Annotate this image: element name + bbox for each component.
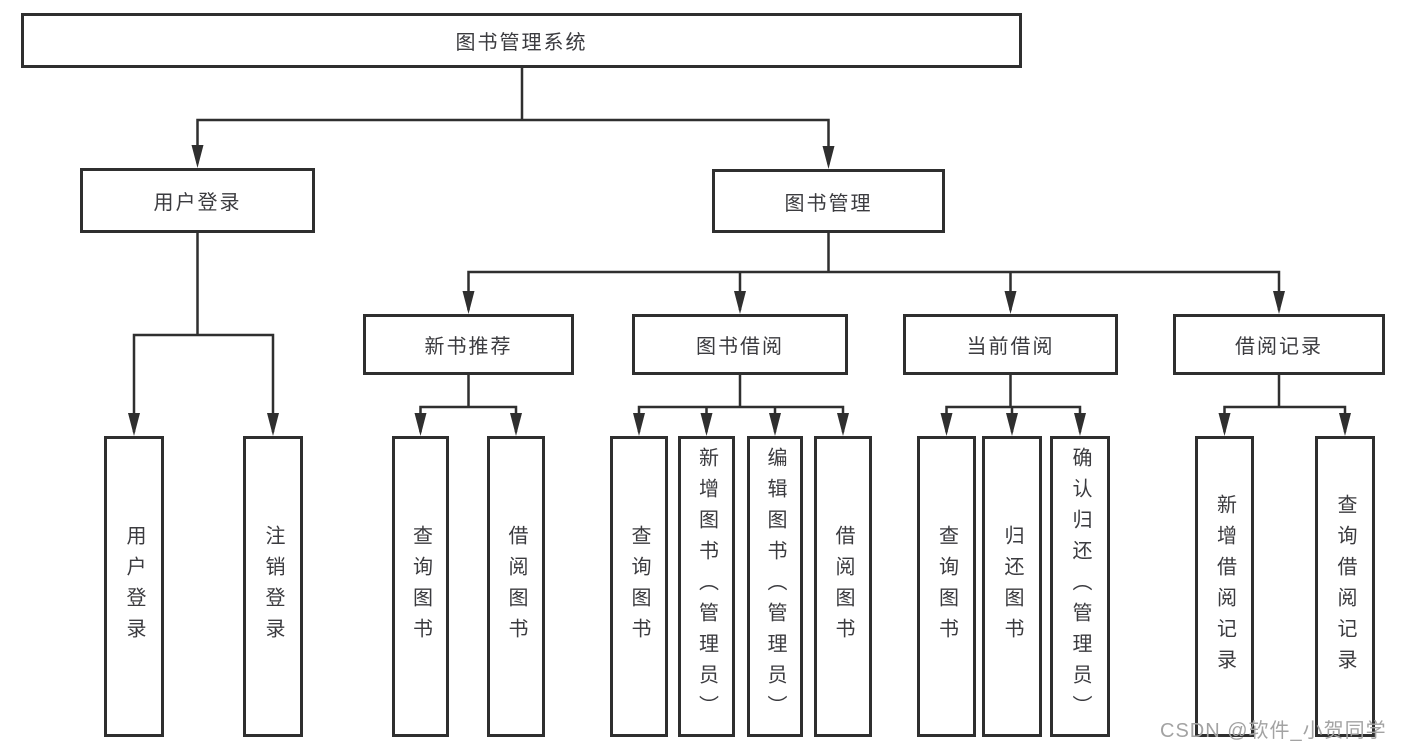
node-leaf-user-login: 用户登录 — [104, 436, 164, 737]
node-leaf-add-borrow-record: 新增借阅记录 — [1195, 436, 1254, 737]
arrowheads — [128, 145, 1351, 436]
node-leaf-edit-books-admin: 编辑图书（管理员） — [747, 436, 803, 737]
node-library-system: 图书管理系统 — [21, 13, 1022, 68]
node-current-borrowing: 当前借阅 — [903, 314, 1118, 375]
node-book-borrowing: 图书借阅 — [632, 314, 848, 375]
node-leaf-borrow-books-borrowing: 借阅图书 — [814, 436, 872, 737]
watermark: CSDN @软件_小贺同学 — [1160, 720, 1387, 742]
node-borrowing-records: 借阅记录 — [1173, 314, 1385, 375]
node-leaf-logout: 注销登录 — [243, 436, 303, 737]
node-leaf-query-books-recommend: 查询图书 — [392, 436, 449, 737]
node-leaf-borrow-books-recommend: 借阅图书 — [487, 436, 545, 737]
node-leaf-query-books-borrowing: 查询图书 — [610, 436, 668, 737]
node-leaf-query-books-current: 查询图书 — [917, 436, 976, 737]
node-leaf-add-books-admin: 新增图书（管理员） — [678, 436, 735, 737]
node-new-book-recommend: 新书推荐 — [363, 314, 574, 375]
node-leaf-query-borrow-record: 查询借阅记录 — [1315, 436, 1375, 737]
node-leaf-confirm-return-admin: 确认归还（管理员） — [1050, 436, 1110, 737]
node-book-management: 图书管理 — [712, 169, 945, 233]
node-user-login: 用户登录 — [80, 168, 315, 233]
node-leaf-return-books: 归还图书 — [982, 436, 1042, 737]
